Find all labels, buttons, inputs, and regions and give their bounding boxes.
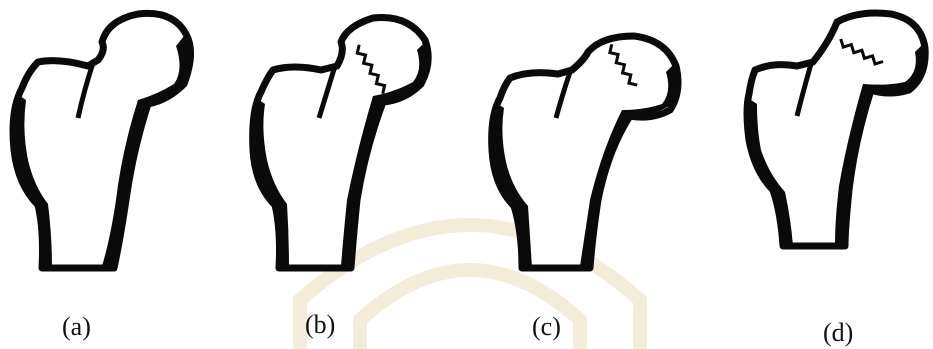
panel-c: (c) — [466, 0, 699, 349]
femur-b-drawing — [233, 0, 466, 349]
caption-a: (a) — [62, 312, 91, 342]
panel-d: (d) — [699, 0, 932, 349]
caption-d: (d) — [823, 318, 853, 348]
caption-c: (c) — [532, 312, 561, 342]
femur-d-drawing — [699, 0, 932, 349]
caption-b: (b) — [305, 310, 335, 340]
panel-b: (b) — [233, 0, 466, 349]
panel-a: (a) — [0, 0, 233, 349]
femur-c-drawing — [466, 0, 699, 349]
femur-a-drawing — [0, 0, 233, 349]
